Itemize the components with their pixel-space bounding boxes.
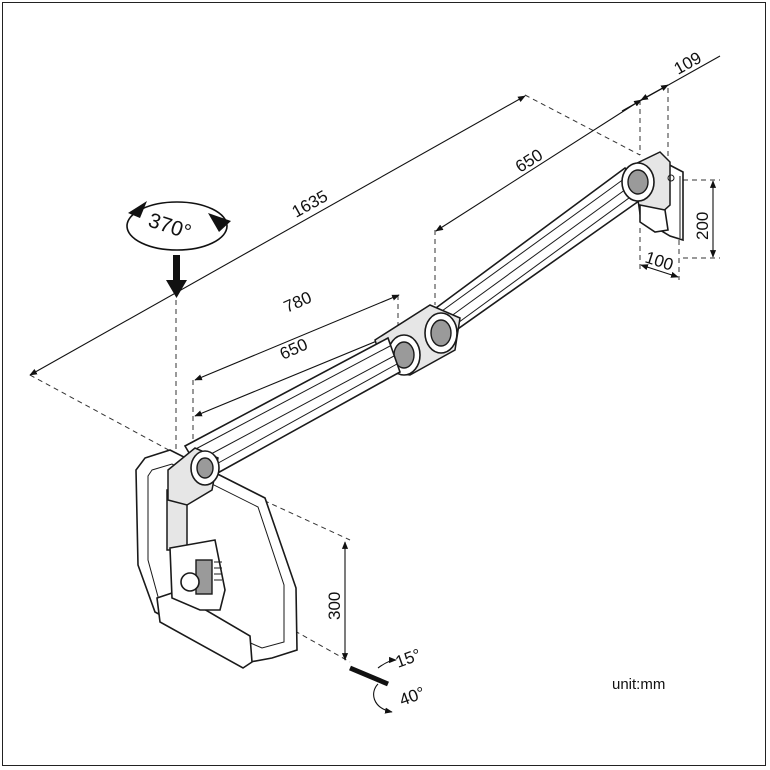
shoulder-joint (621, 162, 655, 202)
down-arrow-icon (166, 280, 187, 298)
rotation-arrowhead-icon (208, 213, 231, 232)
tilt-indicator: 15° 40° (349, 645, 428, 714)
unit-label: unit:mm (612, 676, 666, 693)
label-upper-arm: 650 (512, 145, 546, 176)
label-wall-depth: 109 (671, 48, 705, 78)
rotation-indicator: 370° (126, 201, 231, 298)
lower-arm (183, 336, 401, 482)
label-bracket-width: 100 (643, 248, 676, 275)
label-bracket-height: 200 (693, 212, 712, 240)
label-tilt-down: 40° (397, 683, 428, 710)
label-tilt-up: 15° (393, 645, 424, 672)
label-total-reach: 1635 (289, 187, 331, 222)
label-pole-height: 300 (325, 592, 344, 620)
label-lower-arm: 650 (277, 335, 311, 364)
upper-arm (415, 166, 648, 339)
rotation-arrowhead-icon-2 (128, 201, 147, 218)
dimension-lines (29, 55, 721, 661)
tilt-head (166, 447, 226, 611)
label-extended-reach: 780 (281, 288, 315, 317)
